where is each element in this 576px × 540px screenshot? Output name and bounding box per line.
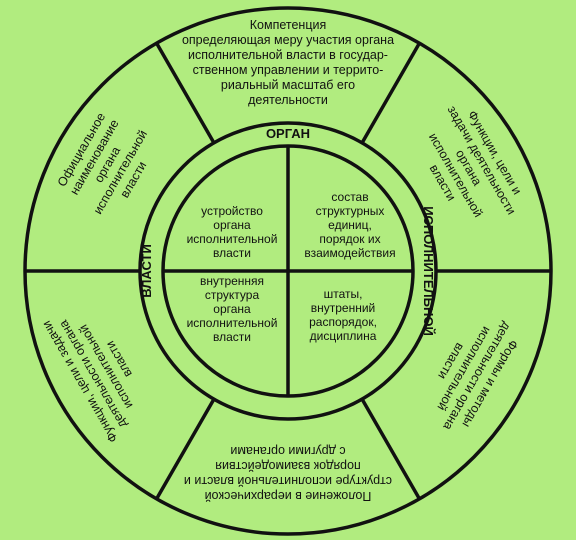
ring-label-top: ОРГАН: [266, 126, 310, 141]
quadrant-bottom-right-line: дисциплина: [310, 329, 377, 343]
segment-bottom-line: порядок взаимодействия: [215, 459, 361, 473]
center-cross: [163, 146, 413, 396]
segment-top-line: Компетенция: [250, 18, 326, 32]
quadrant-top-left-line: органа: [213, 218, 251, 232]
ring-label-left: ВЛАСТИ: [139, 244, 154, 298]
quadrant-bottom-left-line: структура: [205, 288, 260, 302]
quadrant-top-right-line: порядок их: [319, 232, 380, 246]
quadrant-top-left-line: власти: [213, 246, 251, 260]
quadrant-top-right-line: единиц,: [328, 218, 372, 232]
segment-bottom-line: Положение в иерархической: [205, 489, 372, 503]
quadrant-top-left-line: устройство: [201, 204, 263, 218]
quadrant-bottom-left-line: органа: [213, 302, 251, 316]
quadrant-top-right-line: структурных: [316, 204, 385, 218]
quadrant-top-right-line: состав: [331, 190, 368, 204]
quadrant-bottom-left-line: исполнительной: [187, 316, 278, 330]
quadrant-bottom-left-line: внутренняя: [200, 274, 264, 288]
segment-top-line: риальный масштаб его: [221, 78, 355, 92]
quadrant-bottom-left: внутренняяструктураорганаисполнительнойв…: [187, 274, 278, 344]
segment-top-line: исполнительной власти в государ-: [188, 48, 388, 62]
quadrant-bottom-left-line: власти: [213, 330, 251, 344]
segment-top-line: деятельности: [248, 93, 328, 107]
segment-top-line: ственном управлении и террито-: [193, 63, 384, 77]
segment-bottom-line: структуре исполнительной власти и: [184, 474, 392, 488]
outer-dividers: [25, 42, 551, 500]
quadrant-top-right-line: взаимодействия: [304, 246, 395, 260]
segment-bottom-line: с другими органами: [230, 444, 345, 458]
quadrant-bottom-right-line: распорядок,: [309, 315, 377, 329]
quadrant-bottom-right-line: штаты,: [324, 287, 363, 301]
ring-label-right: ИСПОЛНИТЕЛЬНОЙ: [421, 206, 436, 336]
segment-top-line: определяющая меру участия органа: [182, 33, 394, 47]
quadrant-bottom-right-line: внутренний: [311, 301, 376, 315]
quadrant-top-left-line: исполнительной: [187, 232, 278, 246]
